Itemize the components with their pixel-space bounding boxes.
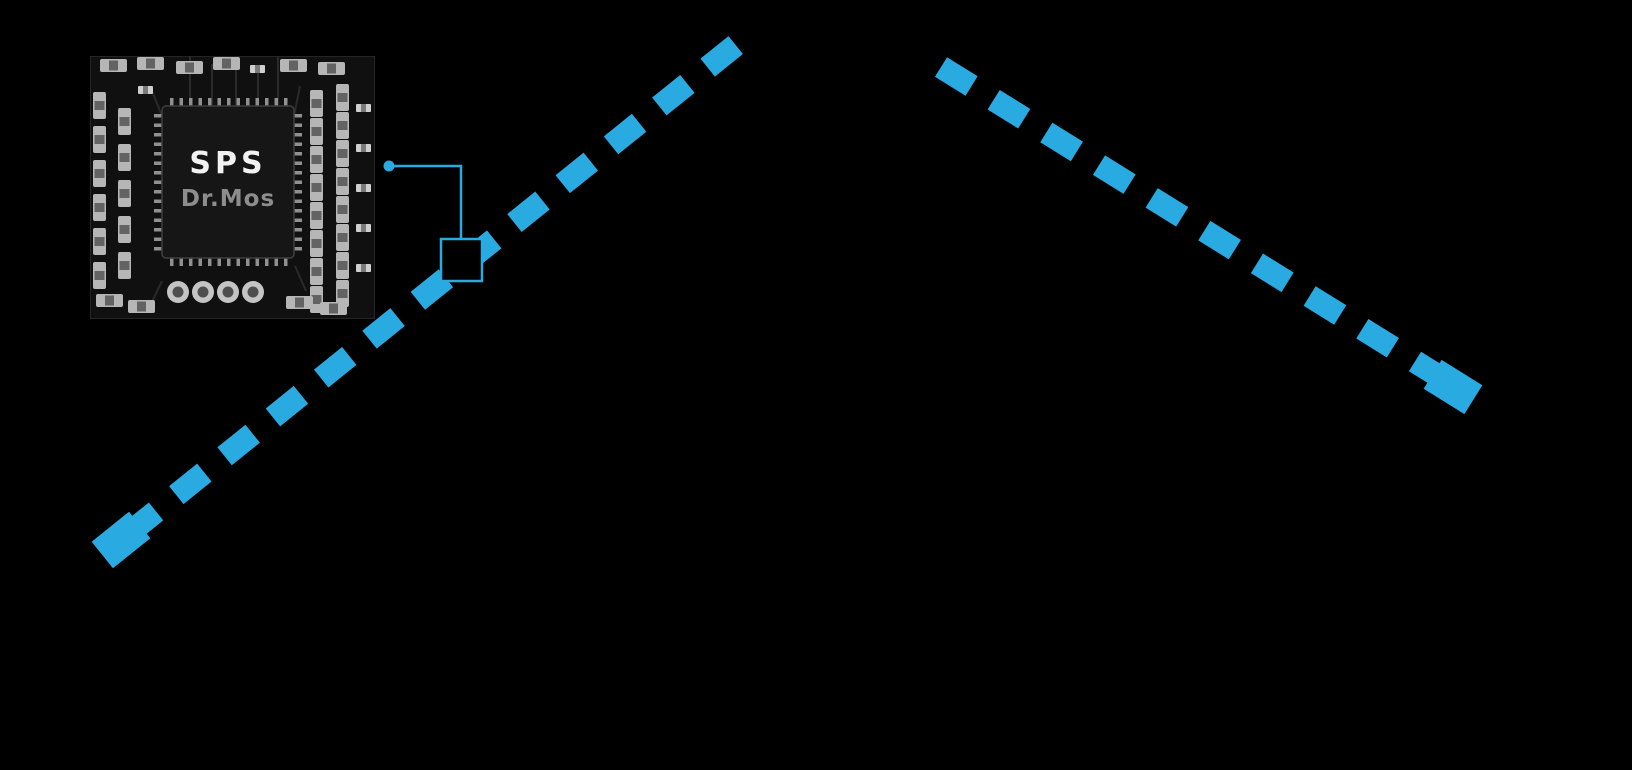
dashed-line-left [120, 35, 745, 543]
dashed-line-right-endcap [1423, 359, 1483, 415]
sps-chip: SPS Dr.Mos [154, 98, 302, 266]
callout-connector-line [389, 164, 463, 239]
round-capacitors [167, 281, 264, 303]
chip-label-drmos: Dr.Mos [181, 186, 275, 212]
dashed-line-right [934, 57, 1455, 392]
dr-mos-photo: SPS Dr.Mos [90, 56, 375, 319]
callout-target-box [439, 237, 484, 283]
dashed-line-left-endcap [91, 511, 151, 569]
chip-label-sps: SPS [189, 146, 266, 181]
callout-dot [383, 160, 395, 172]
pcb-board: SPS Dr.Mos [90, 56, 375, 319]
